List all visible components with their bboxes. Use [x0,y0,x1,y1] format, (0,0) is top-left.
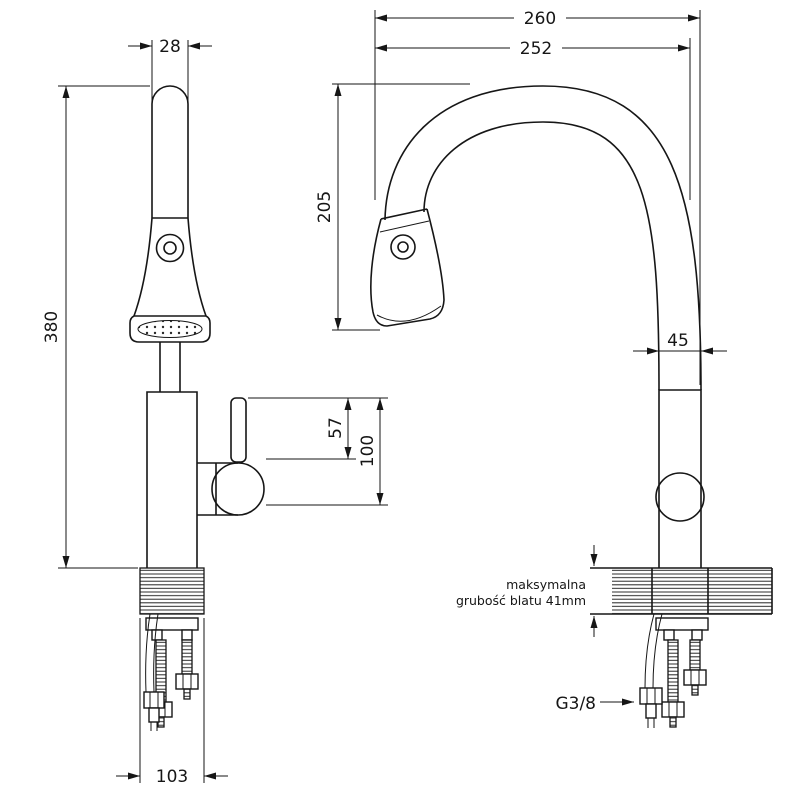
side-shank-edges [651,568,709,614]
front-supply-hose [145,613,159,693]
side-stud-left-tip [669,716,677,728]
front-hose-tail [148,707,160,723]
dim-base-width: 103 [116,618,228,787]
front-spray-head [133,217,207,317]
front-spray-face [129,315,211,343]
front-nut-right [175,673,199,690]
side-hose-tail [645,703,657,719]
dim-overall-depth-label: 260 [524,9,556,29]
front-handle-lever [230,397,247,463]
dim-arc-height: 205 [315,83,470,331]
thread-size-label: G3/8 [555,694,596,714]
dim-arc-height-label: 205 [315,191,335,223]
side-view: 260 252 205 45 maksymalna grubość blatu [315,9,773,728]
side-bracket-tab-right [691,629,703,641]
front-stud-right-tip [183,688,191,700]
front-hose-fitting [143,691,165,709]
dim-spout-reach: 252 [375,38,691,200]
front-spray-button-icon [155,233,185,263]
front-aerator-dots [137,320,203,338]
side-nut-left-flats [668,702,678,717]
side-supply-hose [644,613,663,689]
front-valve-neck [197,462,238,516]
dim-body-height: 100 [358,398,384,505]
side-hose-fitting-flats [646,688,656,704]
dim-total-height: 380 [42,85,150,569]
front-nut-right-flats [182,674,192,689]
front-bracket-tab-right [181,629,193,641]
side-spray-head [370,208,445,327]
thread-size-callout: G3/8 [555,694,634,714]
side-hose-tail-lines [647,718,655,728]
dim-spout-reach-label: 252 [520,39,552,59]
front-valve-body [211,462,265,516]
front-view: 28 380 57 100 103 [42,37,388,787]
side-countertop-surfaces [590,567,773,615]
dim-body-height-label: 100 [358,435,378,467]
side-body-column [658,389,702,568]
side-nut-left [661,701,685,718]
countertop-thickness-note: maksymalna grubość blatu 41mm [456,545,598,637]
side-head-seam [379,220,430,233]
countertop-note-line1: maksymalna [506,577,586,592]
dim-handle-height-label: 57 [326,417,346,439]
side-bracket-tab-left [663,629,675,641]
side-spray-face-line [376,305,442,322]
front-bracket-tab-left [151,629,163,641]
front-hose-tail-lines [150,722,158,731]
side-stud-left [667,639,679,703]
front-spray-button-center [163,241,177,255]
dim-base-width-label: 103 [156,767,188,787]
side-hose-fitting [639,687,663,705]
side-ball-joint [655,472,705,522]
dim-overall-depth: 260 [374,9,701,385]
dim-handle-height: 57 [248,397,388,506]
side-spout-arc-outer [384,85,702,391]
dim-body-diameter: 45 [633,331,727,355]
countertop-note-line2: grubość blatu 41mm [456,593,586,608]
dim-spout-width: 28 [128,37,212,104]
front-mounting-bracket [145,617,199,631]
side-spray-button-center [397,241,409,253]
front-riser-pipe [159,342,181,392]
side-stud-right-tip [691,684,699,696]
front-threaded-shank [139,567,205,615]
side-nut-right-flats [690,670,700,685]
dim-spout-width-label: 28 [159,37,181,57]
side-nut-right [683,669,707,686]
side-countertop-section [612,568,772,614]
front-hose-fitting-flats [149,692,159,708]
side-spray-button-icon [390,234,416,260]
side-spout-arc-inner [423,121,660,391]
front-stud-right [181,639,193,675]
dim-body-diameter-label: 45 [667,331,689,351]
side-stud-right [689,639,701,671]
front-spout-tube [151,85,189,218]
dim-total-height-label: 380 [42,311,62,343]
front-body-column [146,391,198,568]
side-mounting-bracket [655,617,709,631]
